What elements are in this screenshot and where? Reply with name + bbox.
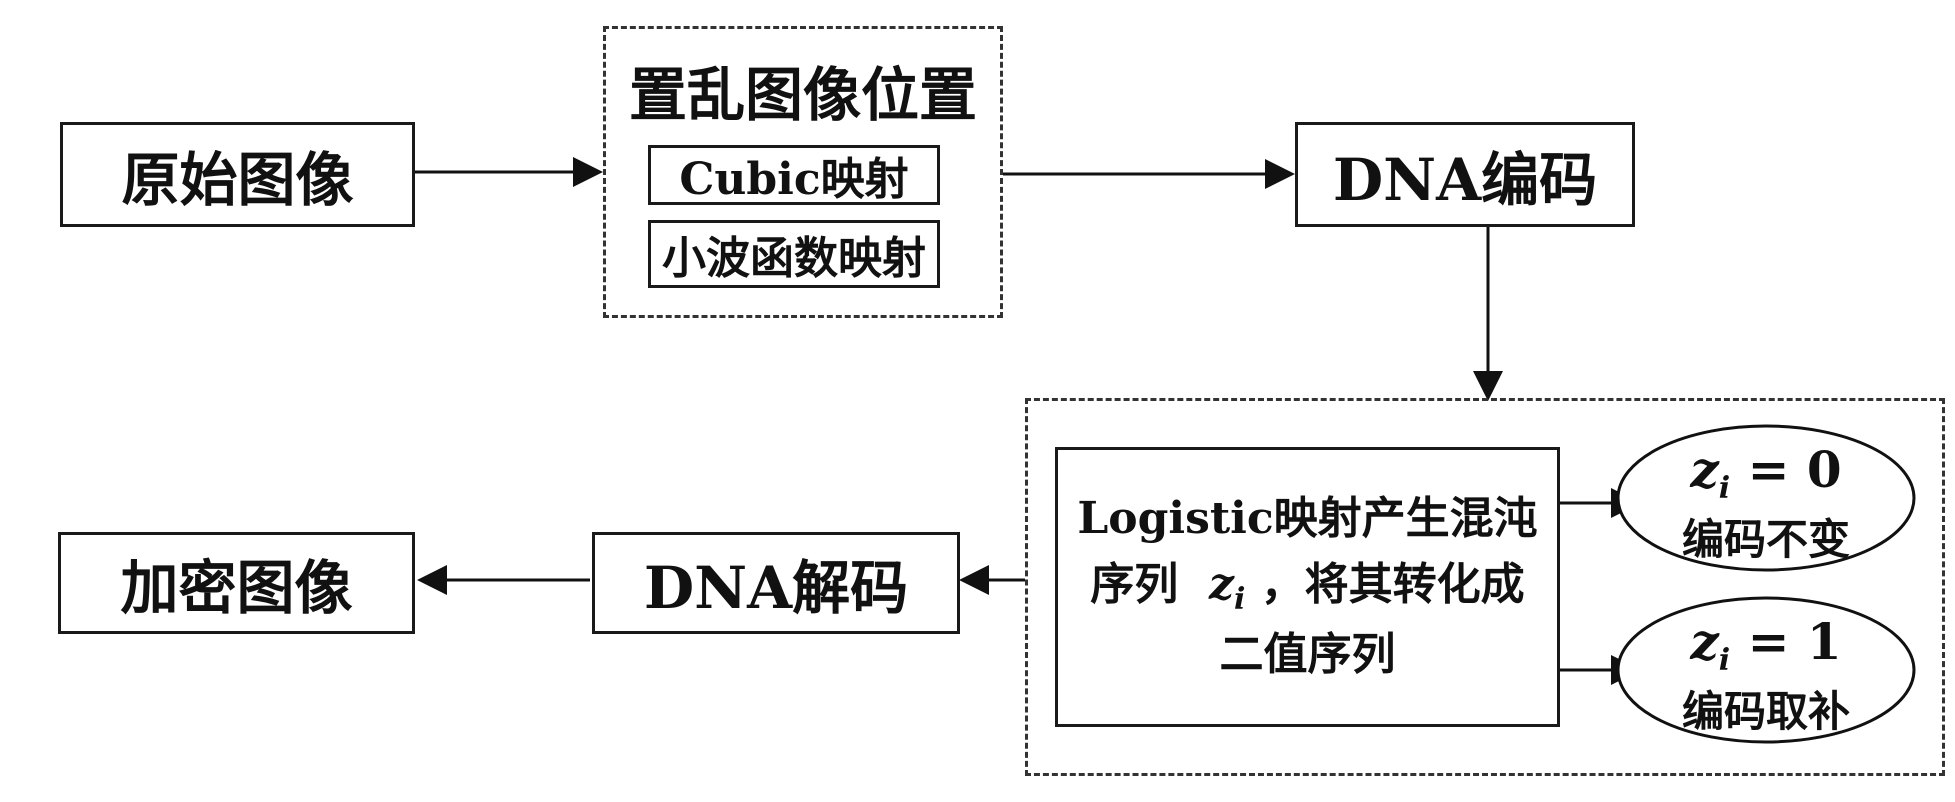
logistic-sequence-symbol: zi (1194, 559, 1245, 617)
logistic-sub: i (1233, 581, 1246, 617)
ellipse-bottom-var: z (1690, 612, 1719, 671)
node-encrypted-image: 加密图像 (58, 532, 415, 634)
node-cubic-map: Cubic映射 (648, 145, 940, 205)
node-encrypted-image-label: 加密图像 (120, 554, 353, 622)
ellipse-bottom-equation: zi = 1 (1618, 612, 1914, 678)
ellipse-code-complement (1616, 596, 1916, 744)
logistic-line-2-suffix: ，将其转化成 (1260, 559, 1525, 611)
node-original-image: 原始图像 (60, 122, 415, 227)
ellipse-top-var: z (1690, 440, 1719, 499)
node-dna-encode-label: DNA编码 (1332, 145, 1598, 214)
ellipse-top-label: zi = 0 编码不变 (1618, 440, 1914, 567)
group-scramble-title: 置乱图像位置 (603, 48, 1003, 132)
group-scramble-position (603, 26, 1003, 318)
node-dna-decode-label: DNA解码 (643, 554, 909, 622)
group-scramble-title-label: 置乱图像位置 (628, 61, 977, 129)
logistic-var: z (1208, 559, 1234, 611)
node-dna-encode: DNA编码 (1295, 122, 1635, 227)
group-chaos-processing (1025, 398, 1945, 776)
ellipse-top-equation: zi = 0 (1618, 440, 1914, 506)
logistic-line-1: Logistic映射产生混沌 (1077, 493, 1538, 545)
ellipse-bottom-sub: i (1718, 643, 1731, 678)
ellipse-bottom-label: zi = 1 编码取补 (1618, 612, 1914, 739)
ellipse-code-unchanged (1616, 424, 1916, 572)
node-original-image-label: 原始图像 (121, 145, 354, 214)
node-logistic-map: Logistic映射产生混沌 序列 zi ，将其转化成 二值序列 (1055, 447, 1560, 727)
logistic-line-3: 二值序列 (1219, 628, 1396, 680)
ellipse-bottom-rhs: = 1 (1730, 612, 1842, 671)
logistic-line-2: 序列 zi ，将其转化成 (1090, 552, 1524, 622)
node-wavelet-map: 小波函数映射 (648, 220, 940, 288)
node-wavelet-map-label: 小波函数映射 (662, 233, 926, 284)
logistic-line-2-prefix: 序列 (1090, 559, 1179, 611)
ellipse-top-sub: i (1718, 471, 1731, 506)
ellipse-top-caption: 编码不变 (1681, 515, 1850, 564)
node-cubic-map-label: Cubic映射 (679, 154, 909, 205)
node-dna-decode: DNA解码 (592, 532, 960, 634)
ellipse-top-rhs: = 0 (1730, 440, 1842, 499)
ellipse-bottom-caption: 编码取补 (1681, 687, 1850, 736)
